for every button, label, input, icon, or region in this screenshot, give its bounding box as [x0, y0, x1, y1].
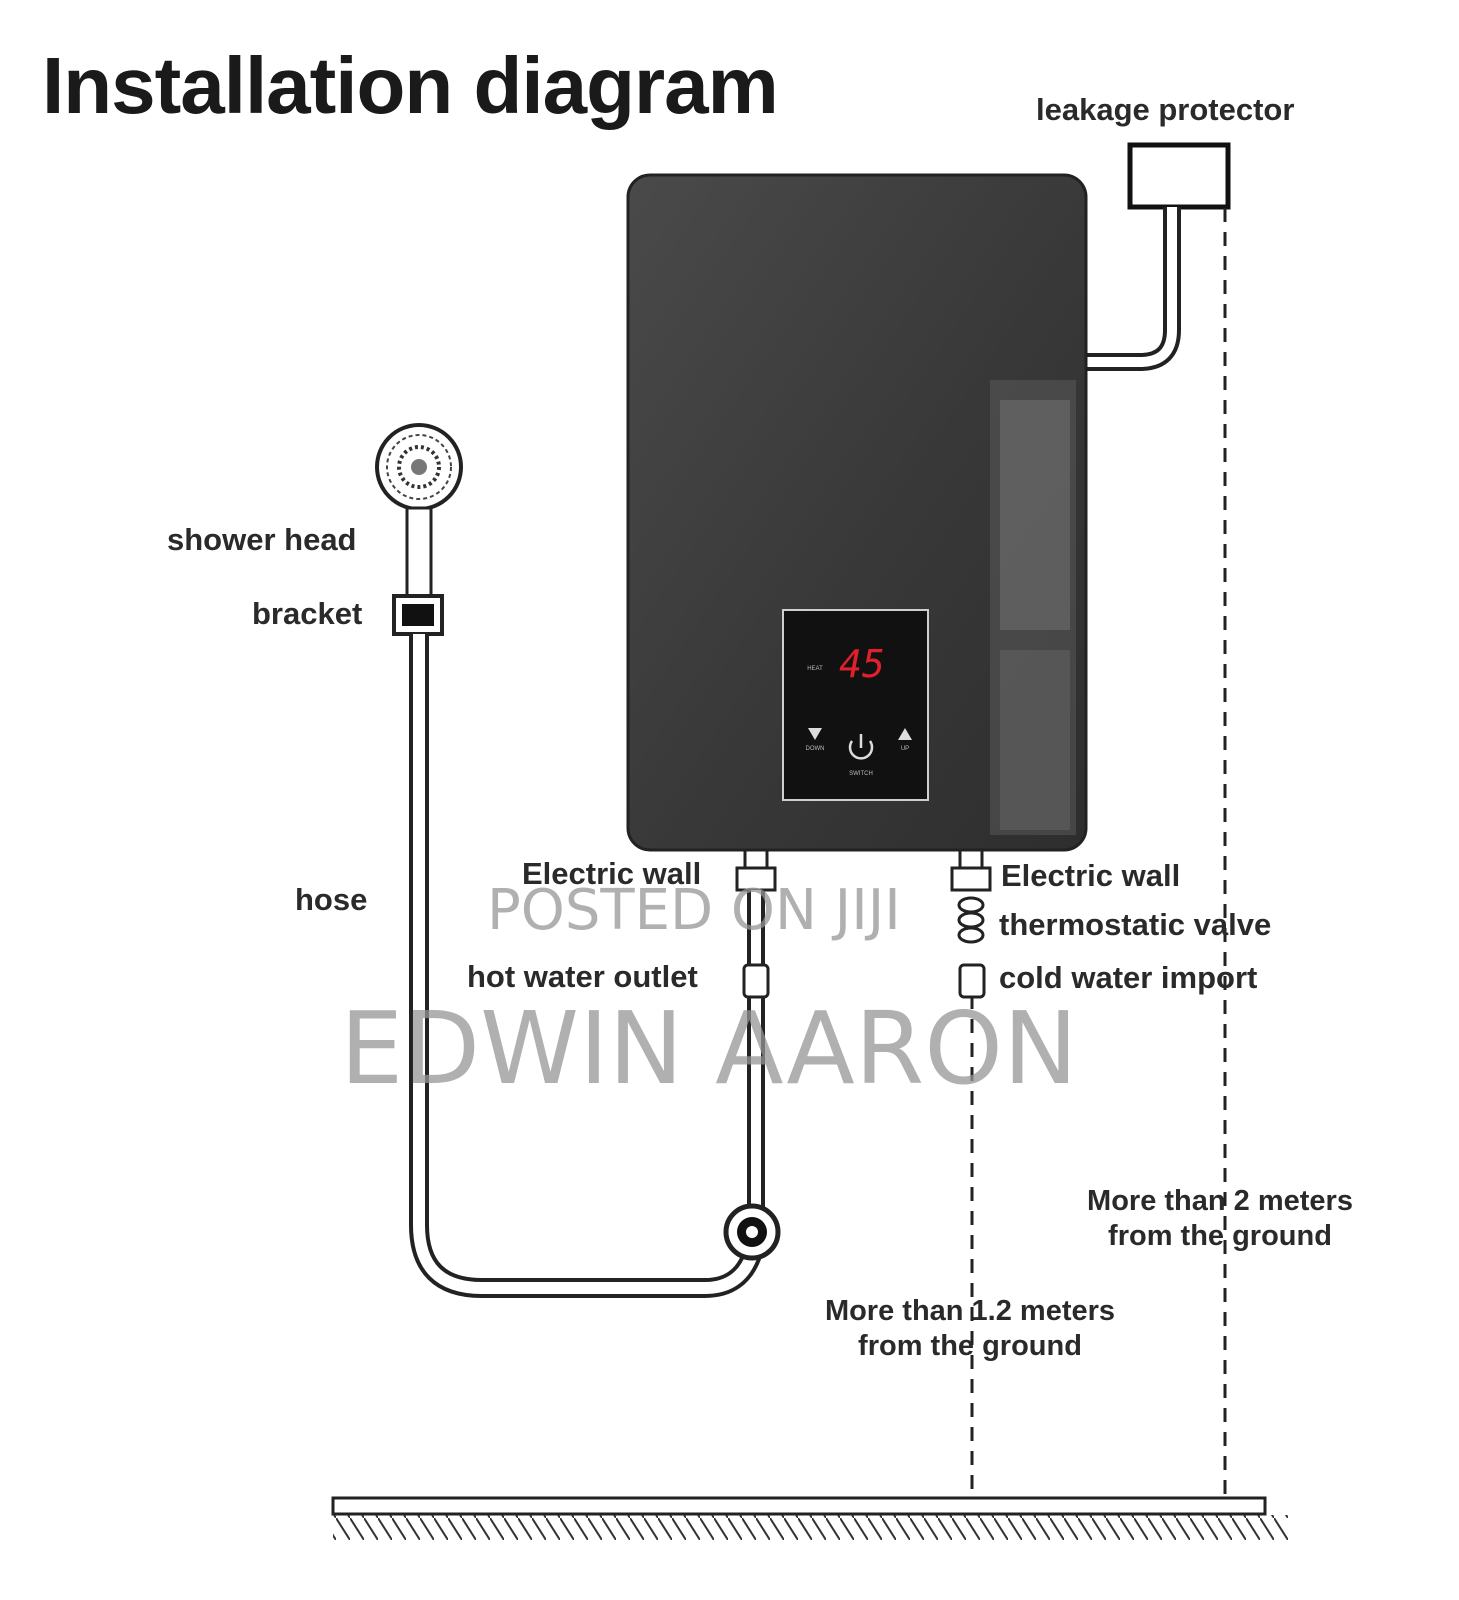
thermostatic-valve-label: thermostatic valve [999, 907, 1272, 942]
power-cable [1085, 207, 1181, 371]
control-panel [782, 609, 929, 801]
bracket-label: bracket [252, 596, 363, 631]
up-label: UP [901, 746, 909, 752]
hot-water-outlet-fitting [742, 963, 770, 999]
down-label: DOWN [806, 746, 825, 752]
ground-hatching [333, 1515, 1288, 1540]
power-icon [848, 734, 874, 760]
page-title: Installation diagram [42, 41, 779, 130]
switch-label: SWITCH [849, 771, 873, 777]
height-12m-label-line1: More than 1.2 meters [824, 1295, 1116, 1327]
shower-head-icon [375, 423, 463, 598]
leakage-protector-box [1127, 142, 1231, 210]
height-2m-label-line1: More than 2 meters [1087, 1185, 1353, 1217]
electric-wall-left-label: Electric wall [522, 856, 702, 891]
up-arrow-icon [898, 728, 912, 740]
water-heater-body [626, 173, 1088, 852]
leakage-protector-label: leakage protector [1036, 92, 1295, 127]
watermark-author: EDWIN AARON [340, 990, 1078, 1107]
watermark-posted-on: POSTED ON JIJI [487, 878, 901, 943]
ground-line [331, 1496, 1267, 1516]
shower-head-label: shower head [167, 522, 357, 557]
right-wall-fitting [950, 866, 992, 892]
electric-wall-right-label: Electric wall [1001, 858, 1181, 893]
hose-label: hose [295, 882, 368, 917]
heat-label: HEAT [807, 666, 823, 672]
down-arrow-icon [808, 728, 822, 740]
height-2m-label-line2: from the ground [1108, 1220, 1332, 1252]
hot-water-outlet-label: hot water outlet [467, 959, 698, 994]
height-12m-label-line2: from the ground [858, 1330, 1082, 1362]
temperature-display: 45 [839, 642, 885, 686]
cold-water-import-label: cold water import [999, 960, 1258, 995]
thermostatic-valve [957, 896, 985, 944]
cold-water-import-fitting [958, 963, 986, 999]
